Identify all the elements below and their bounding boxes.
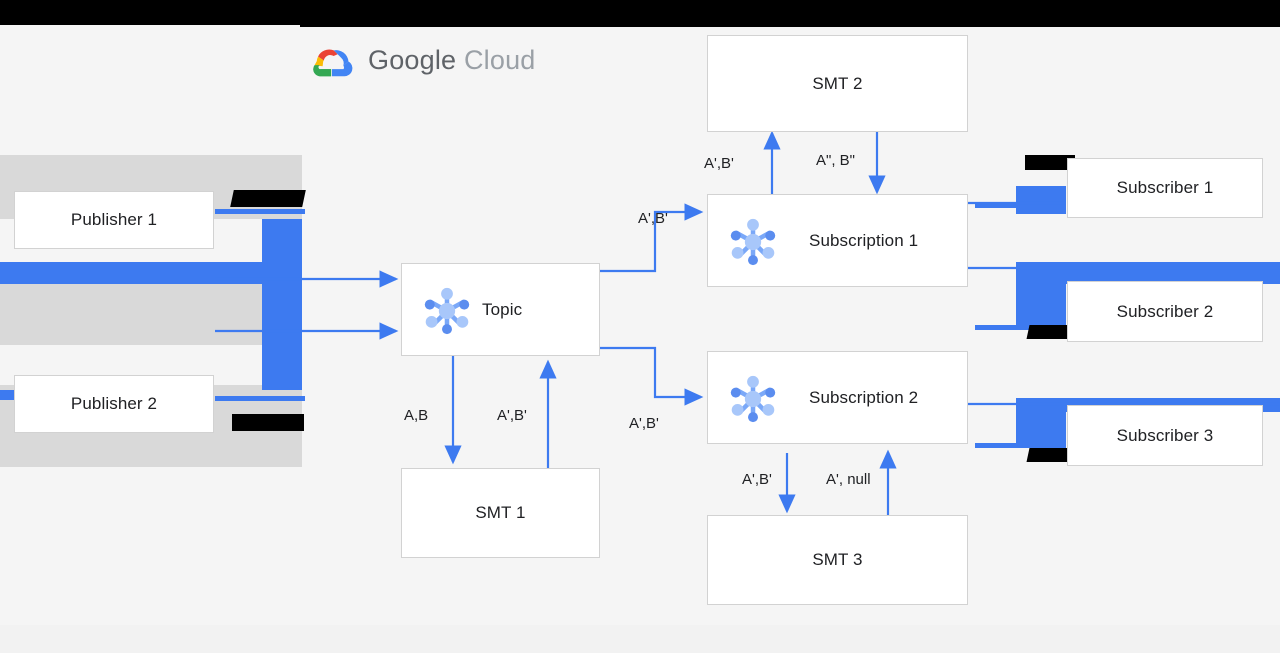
blue-band-left-horizontal-upper [0,262,270,284]
edge-label-smt1-to-topic: A',B' [497,407,527,424]
pubsub-subscription-icon [730,375,776,423]
blue-band-right-vertical-sub3 [1016,398,1066,448]
node-publisher-1[interactable]: Publisher 1 [14,191,214,249]
node-subscriber-2-label: Subscriber 2 [1116,301,1214,321]
node-publisher-1-label: Publisher 1 [70,210,158,229]
blue-band-right-sub1 [1016,186,1066,214]
node-subscription-2-label: Subscription 2 [809,387,919,407]
node-subscriber-2[interactable]: Subscriber 2 [1067,281,1263,342]
blue-band-left-vertical [262,219,302,390]
node-publisher-2[interactable]: Publisher 2 [14,375,214,433]
node-topic[interactable]: Topic [401,263,600,356]
node-subscriber-1[interactable]: Subscriber 1 [1067,158,1263,218]
node-subscription-1-label: Subscription 1 [809,230,919,250]
node-smt-3-label: SMT 3 [812,550,863,569]
edge-label-topic-to-subscription2: A',B' [629,415,659,432]
edge-label-topic-to-subscription1: A',B' [638,210,668,227]
edge-label-topic-to-smt1: A,B [404,407,429,424]
bottom-strip [0,625,1280,653]
node-subscription-2[interactable]: Subscription 2 [707,351,968,444]
blue-band-left-stub [0,390,20,400]
google-cloud-wordmark-cloud: Cloud [463,44,536,75]
node-subscription-1[interactable]: Subscription 1 [707,194,968,287]
node-publisher-2-label: Publisher 2 [70,394,158,413]
google-cloud-logo-icon [313,49,353,77]
redaction-bar-subscriber-1 [1025,155,1075,170]
blue-band-right-vertical-sub2 [1016,262,1066,330]
node-smt-2[interactable]: SMT 2 [707,35,968,132]
node-topic-label: Topic [482,299,523,319]
blue-band-left-thin-upper [215,209,305,214]
google-cloud-wordmark: Google Cloud [368,45,536,76]
node-subscriber-1-label: Subscriber 1 [1116,178,1214,197]
google-cloud-wordmark-google: Google [368,44,457,75]
blue-band-right-thin-sub3 [975,443,1030,448]
edge-label-smt2-to-subscription1: A", B" [816,152,855,169]
google-cloud-logo: Google Cloud [310,42,536,78]
top-black-bar-right-extension [300,0,1280,27]
blue-band-right-thin-sub2 [975,325,1030,330]
blue-band-right-thin-sub1 [975,203,1030,208]
node-smt-3[interactable]: SMT 3 [707,515,968,605]
blue-band-left-thin-lower [215,396,305,401]
node-smt-1-label: SMT 1 [475,503,526,522]
pubsub-topic-icon [424,287,470,335]
node-smt-1[interactable]: SMT 1 [401,468,600,558]
redaction-bar-publisher-1 [230,190,306,207]
edge-label-subscription2-to-smt3: A',B' [742,471,772,488]
redaction-bar-publisher-2 [232,414,304,431]
node-subscriber-3-label: Subscriber 3 [1116,425,1214,445]
pubsub-subscription-icon [730,218,776,266]
node-smt-2-label: SMT 2 [812,73,863,93]
edge-label-smt3-to-subscription2: A', null [826,471,871,488]
edge-label-subscription1-to-smt2: A',B' [704,155,734,172]
node-subscriber-3[interactable]: Subscriber 3 [1067,405,1263,466]
